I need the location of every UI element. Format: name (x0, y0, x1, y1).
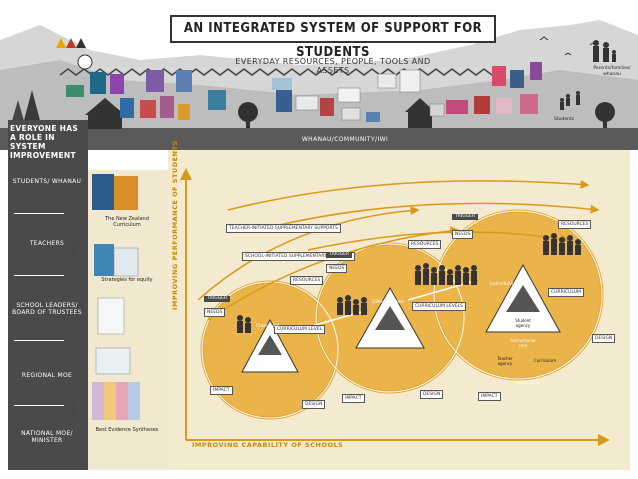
role-students: STUDENTS/ WHANAU (12, 178, 82, 185)
role-divider (14, 275, 64, 276)
resources-box-2: RESOURCES (408, 240, 441, 249)
design-box-3: DESIGN (592, 334, 615, 343)
triangle-instructional-core: Instructional core (506, 338, 540, 348)
curriculum-level-box-2: CURRICULUM LEVELS (412, 302, 466, 311)
teacher-initiated-box: TEACHER-INITIATED SUPPLEMENTARY SUPPORTS (226, 224, 341, 233)
classroom-label: Classroom (256, 324, 279, 329)
trigger-label-3: TRIGGER (452, 214, 478, 220)
roles-heading: EVERYONE HAS A ROLE IN SYSTEM IMPROVEMEN… (10, 124, 82, 160)
role-national-moe: NATIONAL MOE/ MINISTER (12, 430, 82, 444)
roles-panel (8, 120, 88, 470)
role-divider (14, 405, 64, 406)
students-label: Students (554, 117, 584, 122)
resource-nz-curriculum: The New Zealand Curriculum (92, 216, 162, 228)
resources-box-3: RESOURCES (558, 220, 591, 229)
trigger-label-2: TRIGGER (326, 252, 352, 258)
curriculum-level-box-1: CURRICULUM LEVEL (274, 325, 325, 334)
role-divider (14, 213, 64, 214)
role-divider (14, 340, 64, 341)
x-axis-label: IMPROVING CAPABILITY OF SCHOOLS (192, 441, 343, 449)
triangle-teacher-agency: Teacher agency (490, 356, 520, 366)
individualisation-label: Individualisation (490, 282, 527, 287)
needs-box-1: NEEDS (204, 308, 225, 317)
community-url: WHANAU/COMMUNITY/IWI (285, 136, 405, 143)
resource-bes: Best Evidence Syntheses (92, 427, 162, 433)
resources-box-1: RESOURCES (290, 276, 323, 285)
triangle-curriculum: Curriculum (528, 358, 562, 363)
page-title: AN INTEGRATED SYSTEM OF SUPPORT FOR STUD… (170, 15, 496, 43)
impact-box-2: IMPACT (342, 394, 365, 403)
y-axis-label: IMPROVING PERFORMANCE OF STUDENTS (171, 140, 179, 310)
curriculum-box-3: CURRICULUM (548, 288, 584, 297)
resource-thumbnails (88, 170, 168, 470)
needs-box-2: NEEDS (326, 264, 347, 273)
diagram-graphics (168, 150, 630, 470)
design-box-1: DESIGN (302, 400, 325, 409)
differentiation-label: Differentiation (372, 300, 404, 305)
page-subtitle: EVERYDAY RESOURCES, PEOPLE, TOOLS AND AS… (228, 57, 438, 75)
triangle-partnership: Partnership (508, 380, 548, 385)
impact-box-3: IMPACT (478, 392, 501, 401)
centre-vertical-label: CENTRE (70, 396, 76, 418)
role-school-leaders: SCHOOL LEADERS/ BOARD OF TRUSTEES (12, 302, 82, 316)
impact-box-1: IMPACT (210, 386, 233, 395)
design-box-2: DESIGN (420, 390, 443, 399)
role-regional-moe: REGIONAL MOE (12, 372, 82, 379)
triangle-student-agency: Student agency (508, 318, 538, 328)
resource-strategies: Strategies for equity (92, 277, 162, 283)
trigger-label-1: TRIGGER (204, 296, 230, 302)
needs-box-3: NEEDS (452, 230, 473, 239)
school-vertical-label: SCHOOL (70, 236, 76, 259)
parents-label: Parents/families/ whanau (592, 66, 632, 78)
